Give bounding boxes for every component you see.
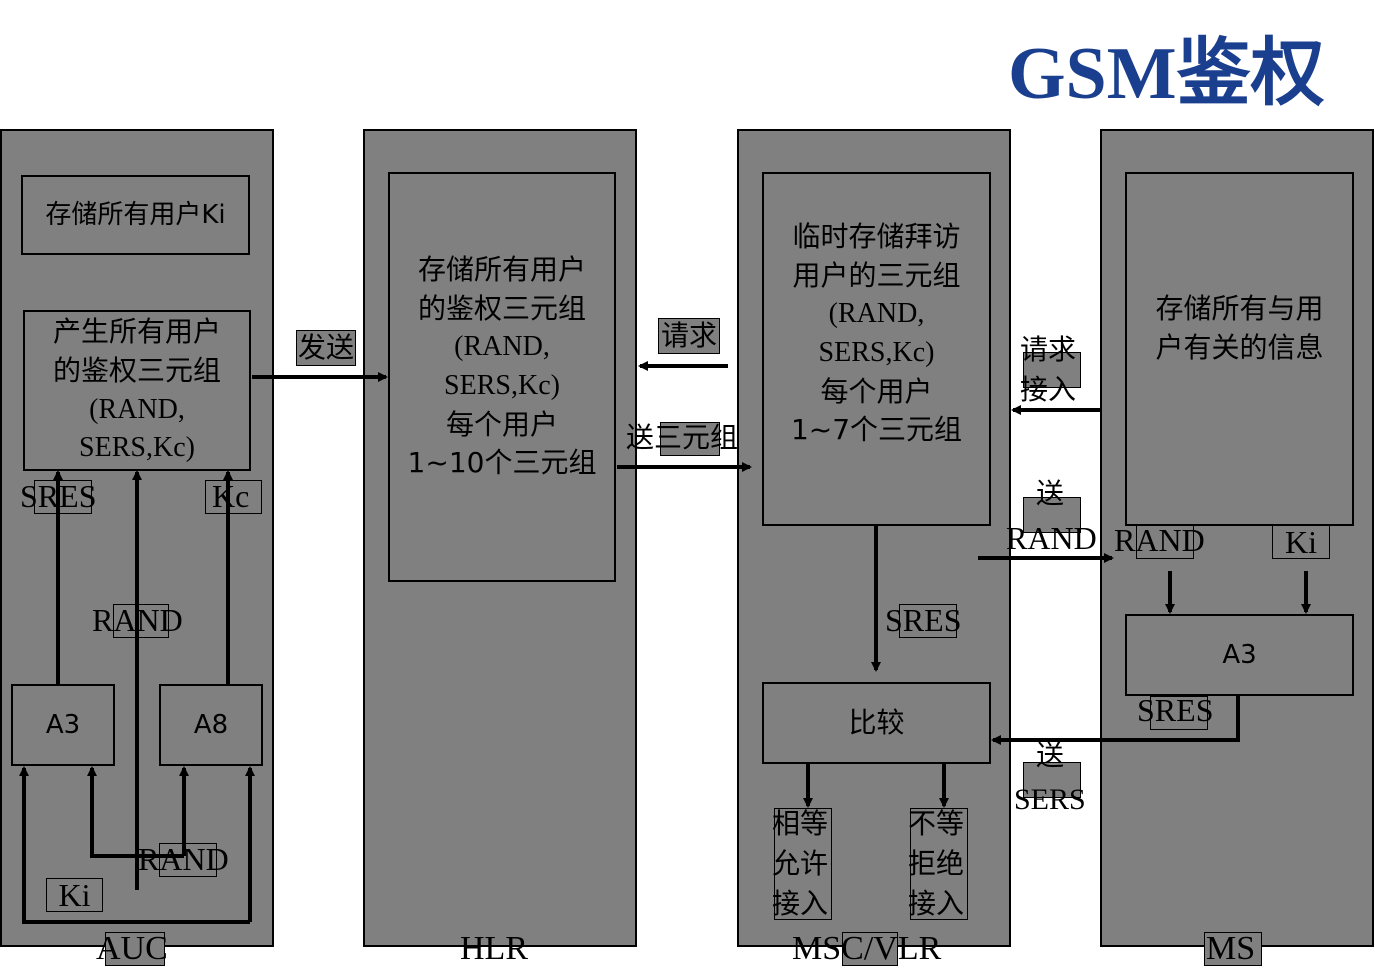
title-latin: GSM	[1008, 33, 1177, 115]
vlr-line5: 每个用户	[820, 374, 933, 408]
vlr-line3: (RAND,	[828, 298, 925, 330]
ms-ki-box: Ki	[1272, 525, 1330, 559]
msc-vlr-label-box	[842, 932, 898, 966]
ms-a3-box: A3	[1125, 614, 1354, 696]
send-sers-line2: SERS	[1014, 783, 1086, 816]
ms-line1: 存储所有与用	[1155, 292, 1324, 326]
auc-a3-box: A3	[11, 684, 115, 766]
ms-ki-label: Ki	[1285, 524, 1317, 560]
send-rand-box	[1023, 497, 1081, 533]
hlr-line6: 1~10个三元组	[407, 446, 597, 480]
msc-vlr-label: MSC/VLR	[792, 930, 942, 967]
vlr-line1: 临时存储拜访	[792, 220, 961, 254]
ms-store-box: 存储所有与用 户有关的信息	[1125, 172, 1354, 526]
auc-rand-mid-box	[113, 604, 169, 638]
auc-generate-box: 产生所有用户 的鉴权三元组 (RAND, SERS,Kc)	[23, 310, 251, 471]
ms-rand-label: RAND	[1114, 522, 1205, 558]
ms-line2: 户有关的信息	[1155, 331, 1324, 364]
hlr-store-box: 存储所有用户 的鉴权三元组 (RAND, SERS,Kc) 每个用户 1~10个…	[388, 172, 616, 582]
auc-a8-box: A8	[159, 684, 263, 766]
auc-label: AUC	[96, 930, 168, 967]
hlr-line1: 存储所有用户	[417, 253, 586, 287]
auc-label-box	[105, 932, 165, 966]
title-cn: 鉴权	[1176, 30, 1325, 116]
request-access-text: 请求 接入	[1020, 330, 1076, 410]
request-label: 请求	[660, 319, 717, 352]
vlr-sres-box	[899, 604, 957, 638]
arrow-auc-ki-a3	[19, 766, 250, 924]
auc-gen-line3: (RAND,	[89, 393, 185, 425]
notequal-reject-text: 不等 拒绝 接入	[908, 804, 972, 924]
notequal-line1: 不等	[908, 807, 965, 840]
auc-store-ki-box: 存储所有用户Ki	[21, 175, 250, 255]
request-access-line1: 请求	[1020, 333, 1077, 366]
notequal-line3: 接入	[908, 887, 965, 920]
send-triplets-label: 送三元组	[626, 421, 739, 454]
equal-line2: 允许	[772, 847, 829, 880]
hlr-line4: SERS,Kc)	[444, 370, 560, 401]
send-sers-box	[1023, 762, 1081, 798]
auc-ki-box: Ki	[46, 878, 103, 912]
send-sers-line1: 送	[1036, 739, 1065, 772]
request-access-line2: 接入	[1020, 373, 1077, 406]
auc-ki-label: Ki	[58, 877, 91, 913]
ms-label-box	[1204, 932, 1262, 966]
vlr-line4: SERS,Kc)	[818, 337, 935, 368]
compare-text: 比较	[848, 706, 905, 739]
send-label: 发送	[297, 331, 354, 364]
vlr-store-box: 临时存储拜访 用户的三元组 (RAND, SERS,Kc) 每个用户 1~7个三…	[762, 172, 991, 526]
hlr-label: HLR	[460, 930, 528, 967]
ms-sres-label: SRES	[1137, 692, 1214, 728]
equal-allow-box	[774, 808, 832, 920]
hlr-line2: 的鉴权三元组	[417, 291, 586, 325]
hlr-line5: 每个用户	[445, 407, 558, 441]
auc-gen-line4: SERS,Kc)	[79, 432, 195, 464]
send-triplets-box	[660, 422, 720, 456]
send-rand-line2: RAND	[1006, 520, 1097, 556]
vlr-line6: 1~7个三元组	[790, 413, 963, 447]
auc-gen-line2: 的鉴权三元组	[52, 353, 221, 387]
equal-allow-text: 相等 允许 接入	[772, 804, 836, 924]
compare-box: 比较	[762, 682, 991, 764]
notequal-reject-box	[910, 808, 968, 920]
arrow-auc-rand-a3	[87, 766, 184, 858]
auc-store-ki-text: 存储所有用户Ki	[45, 200, 226, 230]
page-title: GSM鉴权	[1008, 36, 1325, 111]
ms-a3-text: A3	[1222, 640, 1257, 670]
auc-rand-bottom-box	[159, 843, 217, 877]
request-access-box	[1023, 352, 1081, 388]
auc-sres-label-box	[34, 480, 92, 514]
equal-line1: 相等	[772, 807, 829, 840]
auc-a8-text: A8	[193, 710, 229, 740]
vlr-line2: 用户的三元组	[792, 258, 961, 292]
equal-line3: 接入	[772, 887, 829, 920]
auc-gen-line1: 产生所有用户	[52, 315, 221, 349]
send-label-box: 发送	[296, 330, 356, 366]
notequal-line2: 拒绝	[908, 847, 965, 880]
request-label-box: 请求	[658, 318, 720, 354]
send-rand-line1: 送	[1036, 477, 1065, 510]
ms-sres-box	[1150, 696, 1208, 730]
auc-kc-label-box	[205, 480, 262, 514]
arrow-ms-sres-compare	[991, 696, 1240, 745]
auc-kc-label: Kc	[212, 478, 250, 514]
auc-a3-text: A3	[45, 710, 81, 740]
ms-label: MS	[1206, 930, 1256, 967]
vlr-sres-label: SRES	[885, 602, 962, 638]
hlr-line3: (RAND,	[454, 331, 550, 363]
ms-rand-box	[1136, 525, 1194, 559]
